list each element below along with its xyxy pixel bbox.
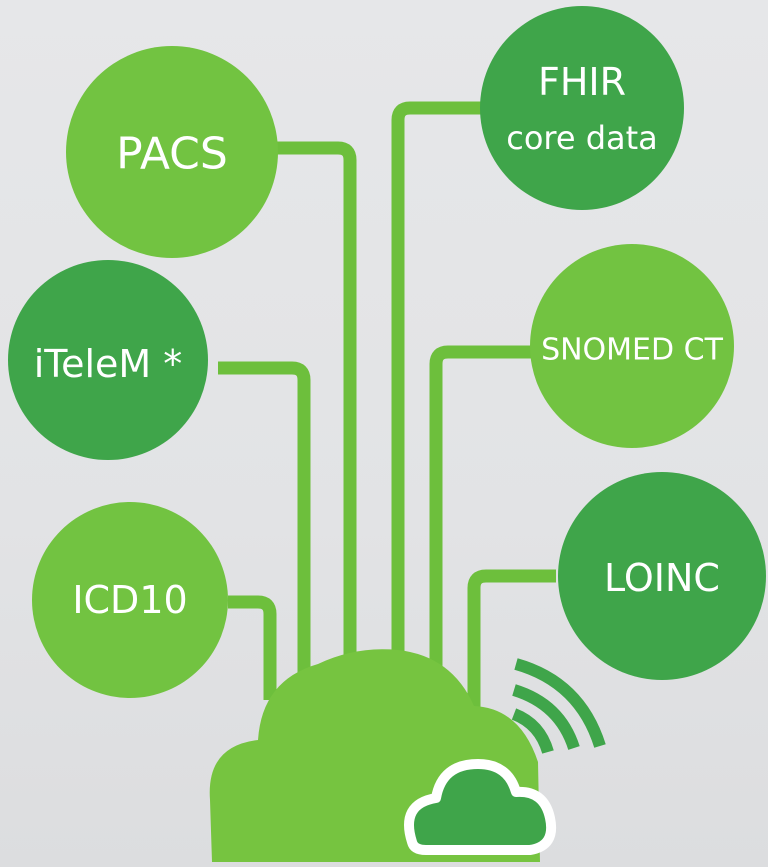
connector-loinc (467, 569, 556, 720)
node-fhir-circle (480, 6, 684, 210)
connectors (218, 101, 556, 720)
signal-arc-outer (514, 658, 606, 748)
node-pacs[interactable]: PACS (66, 46, 278, 258)
small-cloud-icon (404, 759, 556, 855)
node-snomed-label: SNOMED CT (541, 333, 724, 368)
node-snomed-circle (530, 244, 734, 448)
connector-snomed (429, 345, 532, 690)
node-pacs-circle (66, 46, 278, 258)
small-cloud-outline (404, 759, 556, 855)
signal-arc-inner (511, 708, 554, 754)
node-loinc-label: LOINC (604, 556, 720, 600)
signal-arc-middle (512, 684, 580, 750)
node-itelem-label: iTeleM * (34, 342, 183, 386)
wireless-signal-icon (511, 658, 606, 754)
node-snomed[interactable]: SNOMED CT (530, 244, 734, 448)
connector-fhir (391, 101, 484, 660)
node-icd10-label: ICD10 (72, 578, 187, 622)
node-icd10[interactable]: ICD10 (32, 502, 228, 698)
node-icd10-circle (32, 502, 228, 698)
connector-icd10 (228, 595, 277, 700)
connector-itelem (218, 361, 311, 680)
node-itelem[interactable]: iTeleM * (8, 260, 208, 460)
node-fhir[interactable]: FHIR core data (480, 6, 684, 210)
node-itelem-circle (8, 260, 208, 460)
node-loinc-circle (558, 472, 766, 680)
node-loinc[interactable]: LOINC (558, 472, 766, 680)
node-pacs-label: PACS (116, 129, 228, 180)
node-fhir-label-line2: core data (506, 119, 658, 157)
connector-pacs (272, 141, 357, 660)
node-fhir-label-line1: FHIR (538, 60, 626, 104)
